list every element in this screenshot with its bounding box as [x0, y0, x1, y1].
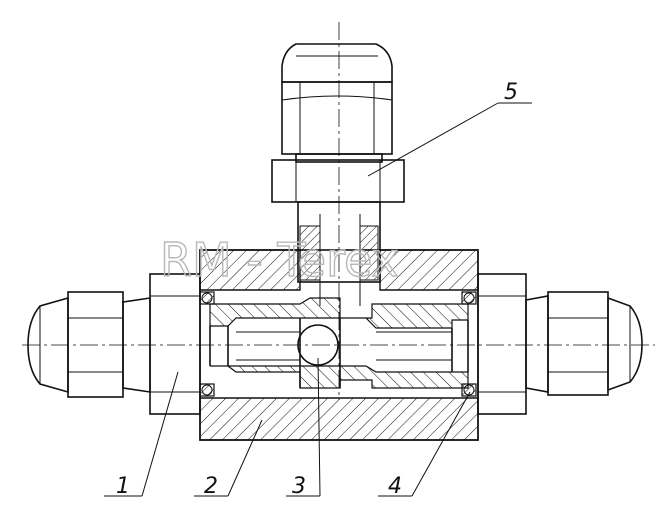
callout-5-label: 5	[504, 80, 518, 105]
leader-lines	[104, 102, 532, 497]
right-fitting	[477, 273, 643, 415]
o-rings	[199, 291, 477, 397]
callout-2-label: 2	[204, 474, 218, 499]
callout-4-label: 4	[388, 474, 402, 499]
callout-3-label: 3	[292, 474, 306, 499]
center-lines	[22, 22, 655, 400]
left-fitting	[27, 273, 201, 415]
callout-1-label: 1	[116, 474, 130, 499]
watermark-text: RM - Terex	[160, 233, 399, 287]
